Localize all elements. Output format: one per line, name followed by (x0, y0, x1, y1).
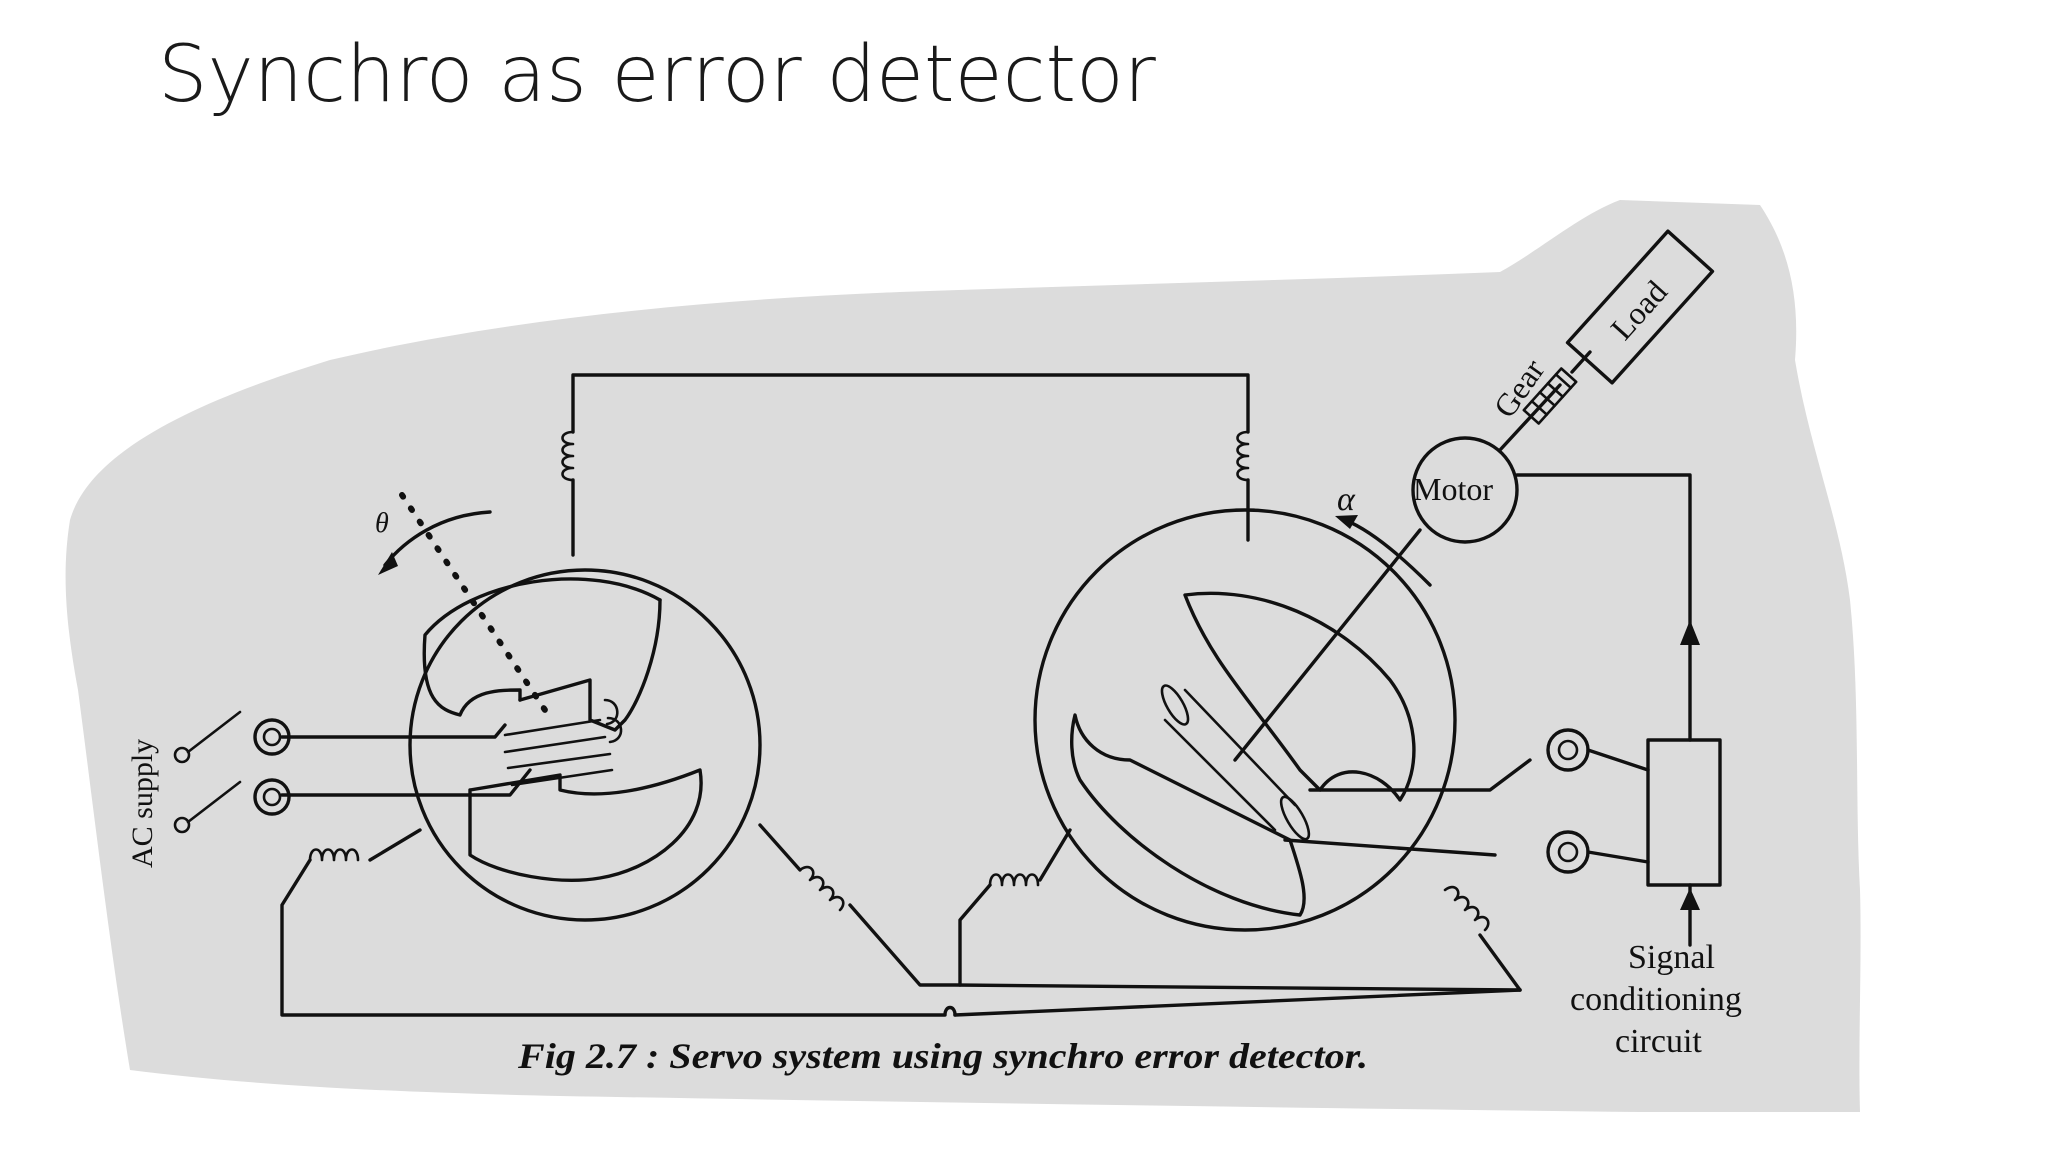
stator-coil-top-right (1236, 430, 1250, 482)
alpha-label: α (1337, 481, 1356, 518)
stator-coil-bottom-left-2 (988, 873, 1040, 887)
synchro-control-transformer: α (988, 430, 1532, 932)
figure-caption: Fig 2.7 : Servo system using synchro err… (517, 1036, 1368, 1076)
paper-background (65, 200, 1861, 1112)
signal-conditioning-box (1646, 738, 1722, 887)
gear-symbol (1522, 367, 1578, 425)
motor-label: Motor (1413, 471, 1493, 507)
stator-coil-bottom-right-2 (1443, 885, 1490, 932)
stator-wires (280, 373, 1522, 1017)
stator-coil-bottom-left (308, 848, 360, 862)
theta-label: θ (375, 508, 389, 539)
signal-label-line3: circuit (1615, 1023, 1702, 1060)
ac-supply-switches: AC supply (126, 710, 291, 868)
stator-coil-bottom-right (798, 865, 845, 912)
signal-label-line2: conditioning (1570, 981, 1742, 1018)
ac-supply-label: AC supply (126, 739, 159, 868)
signal-conditioning: Signal conditioning circuit (1515, 473, 1742, 1060)
motor-symbol (1411, 436, 1519, 544)
signal-label-line1: Signal (1628, 939, 1715, 976)
slide-title: Synchro as error detector (158, 30, 1156, 120)
synchro-transmitter: θ (280, 430, 845, 922)
stator-coil-top-left (561, 430, 575, 482)
